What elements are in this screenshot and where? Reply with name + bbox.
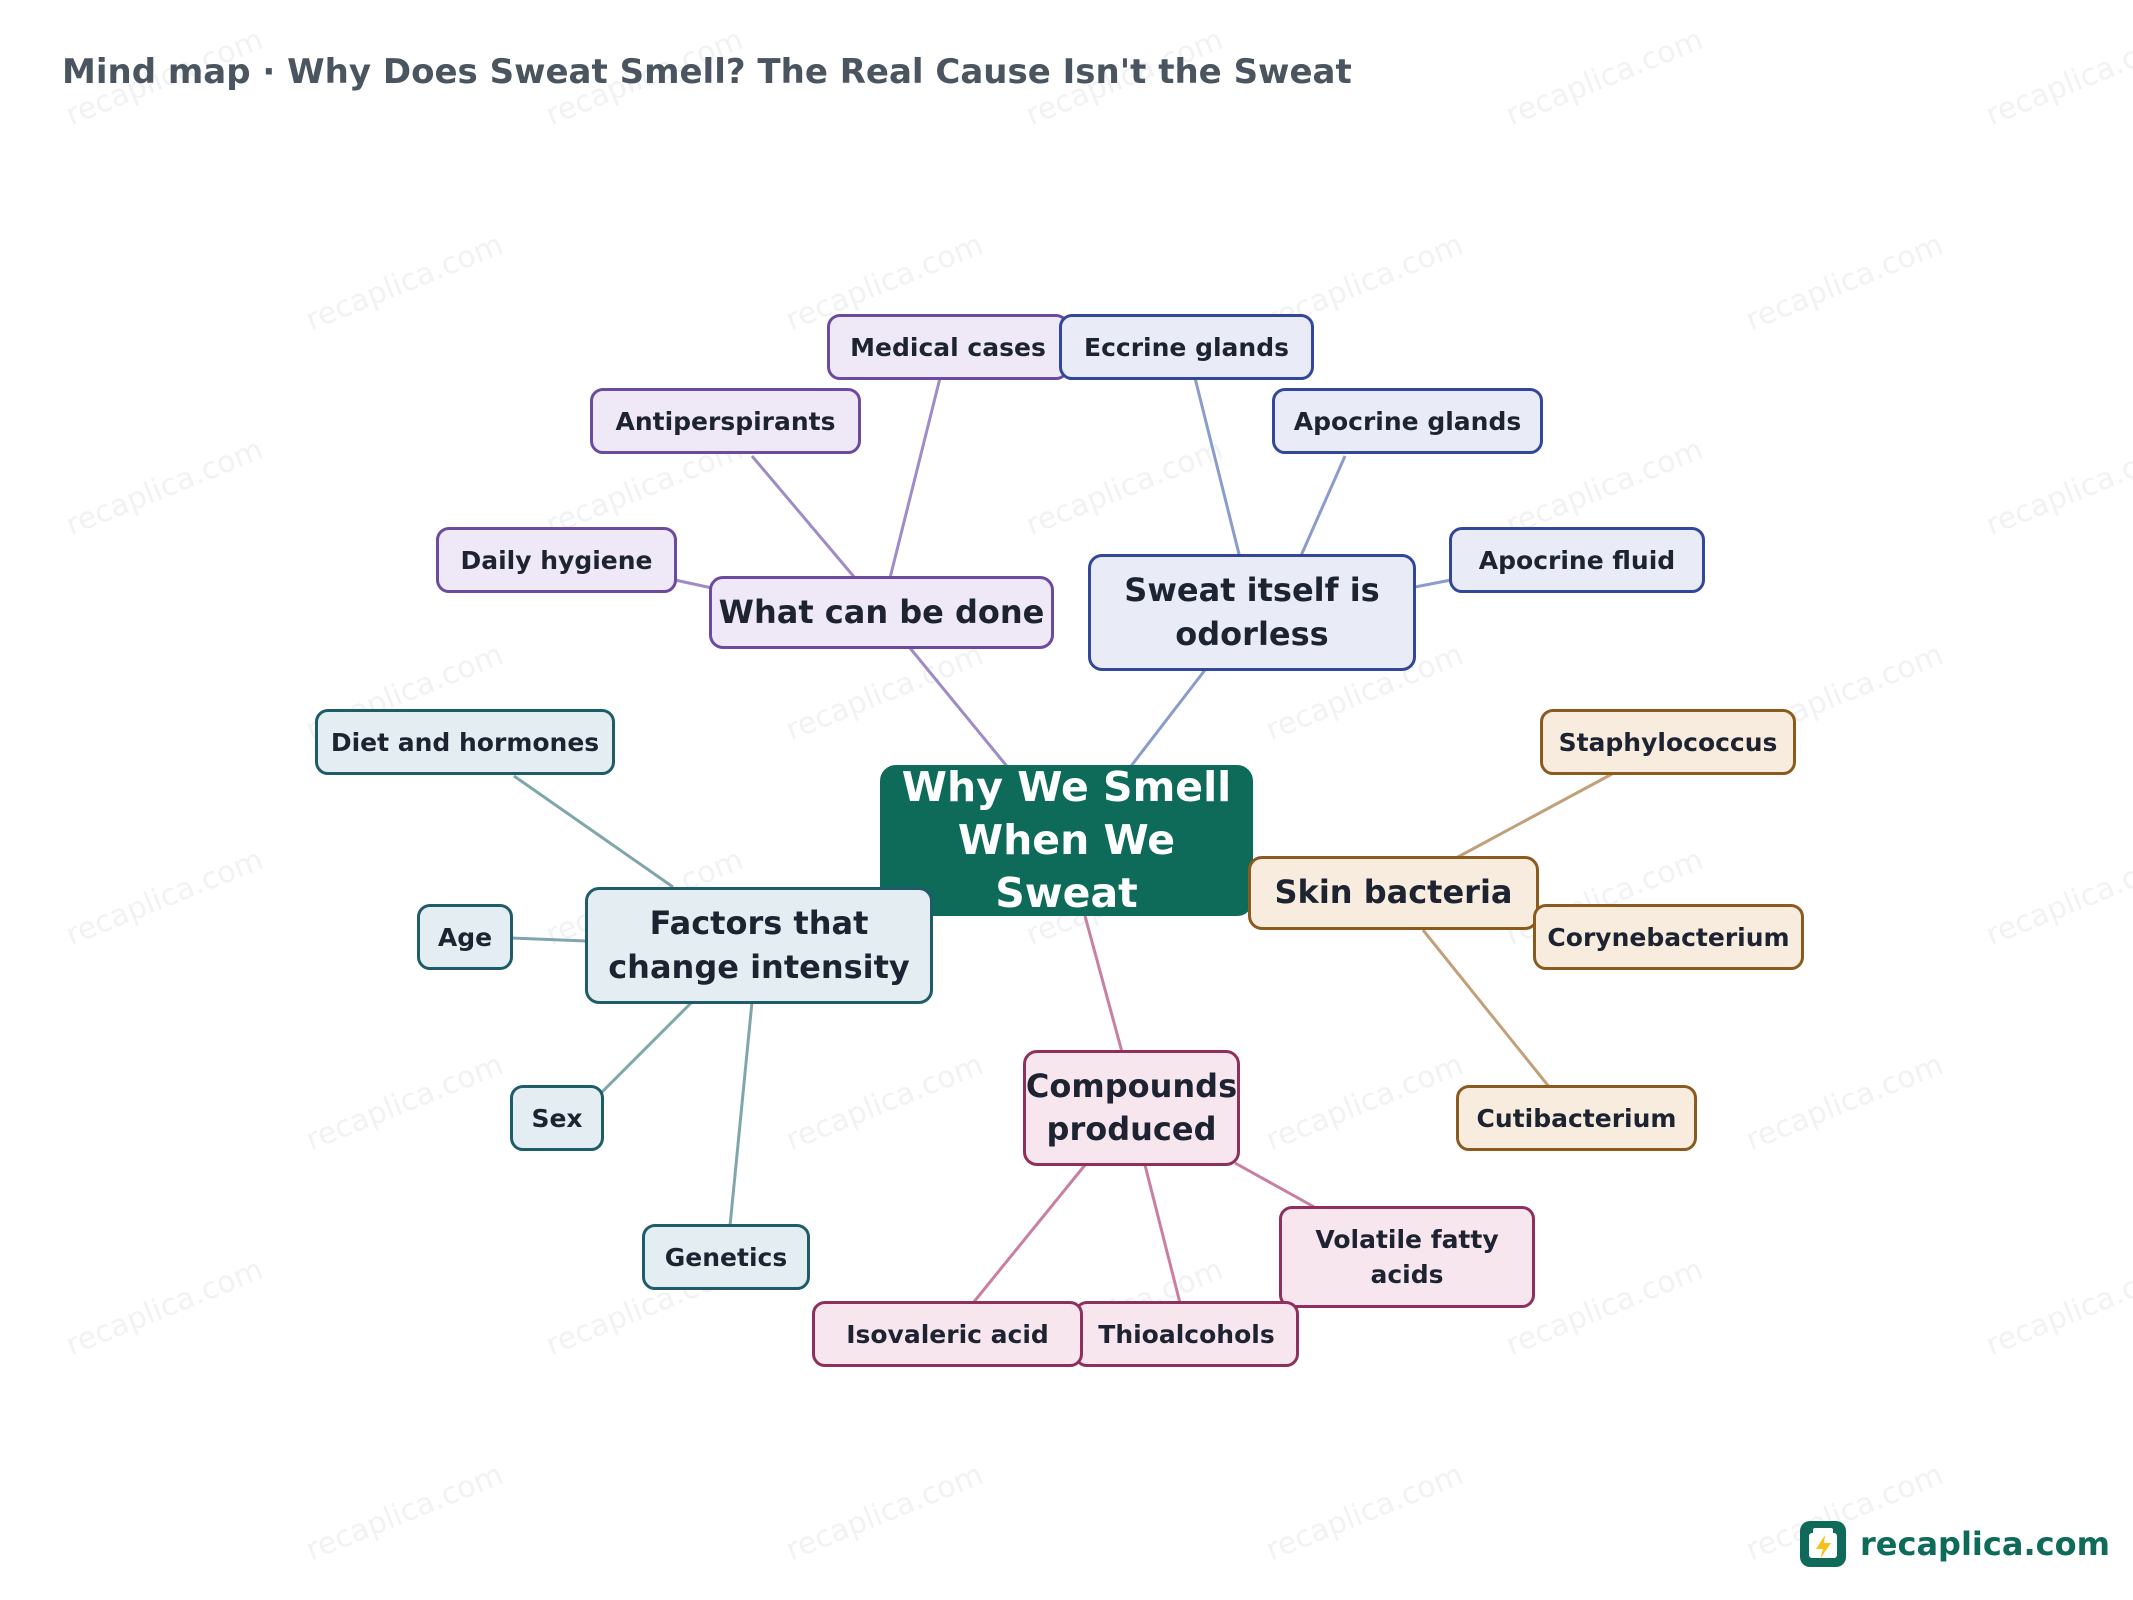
edge-thioalcohols xyxy=(1143,1164,1182,1304)
brand-name: recaplica.com xyxy=(1860,1525,2110,1563)
edge-diet-and-hormones xyxy=(513,774,674,889)
root-node[interactable]: Why We Smell When We Sweat xyxy=(880,763,1253,917)
branch-label: Compounds produced xyxy=(1025,1066,1238,1148)
leaf-genetics[interactable]: Genetics xyxy=(642,1224,810,1290)
edge-genetics xyxy=(728,1001,754,1227)
branch-skin-bacteria[interactable]: Skin bacteria xyxy=(1248,856,1539,930)
edge-apocrine-glands xyxy=(1298,455,1347,559)
page-title: Mind map · Why Does Sweat Smell? The Rea… xyxy=(62,52,1352,92)
branch-label: Factors that change intensity xyxy=(608,904,910,986)
branch-label: Skin bacteria xyxy=(1274,873,1513,912)
branch-compounds-produced[interactable]: Compounds produced xyxy=(1023,1050,1240,1166)
edge-daily-hygiene xyxy=(674,578,713,590)
root-label: Why We Smell When We Sweat xyxy=(901,762,1232,918)
leaf-age[interactable]: Age xyxy=(417,904,513,970)
leaf-antiperspirants[interactable]: Antiperspirants xyxy=(590,388,861,454)
leaf-medical-cases[interactable]: Medical cases xyxy=(827,314,1069,380)
leaf-diet-and-hormones[interactable]: Diet and hormones xyxy=(315,709,615,775)
leaf-cutibacterium[interactable]: Cutibacterium xyxy=(1456,1085,1697,1151)
branch-sweat-itself-is-odorless[interactable]: Sweat itself is odorless xyxy=(1088,554,1416,671)
edge-apocrine-fluid xyxy=(1414,578,1452,589)
branch-label: What can be done xyxy=(718,592,1045,631)
branch-label: Sweat itself is odorless xyxy=(1124,571,1380,653)
edge-staphylococcus xyxy=(1455,772,1613,860)
edge-root-sweat-odorless xyxy=(1126,669,1207,771)
leaf-daily-hygiene[interactable]: Daily hygiene xyxy=(436,527,677,593)
leaf-sex[interactable]: Sex xyxy=(510,1085,604,1151)
branch-what-can-be-done[interactable]: What can be done xyxy=(709,576,1054,649)
leaf-volatile-fatty-acids[interactable]: Volatile fatty acids xyxy=(1279,1206,1535,1308)
branch-factors-that-change-intensity[interactable]: Factors that change intensity xyxy=(585,887,933,1004)
edge-root-what-can-be-done xyxy=(908,647,1012,771)
leaf-eccrine-glands[interactable]: Eccrine glands xyxy=(1059,314,1314,380)
leaf-corynebacterium[interactable]: Corynebacterium xyxy=(1533,904,1804,970)
edge-age xyxy=(510,936,587,943)
edge-sex xyxy=(592,1000,694,1102)
leaf-apocrine-fluid[interactable]: Apocrine fluid xyxy=(1449,527,1705,593)
leaf-staphylococcus[interactable]: Staphylococcus xyxy=(1540,709,1796,775)
edge-volatile-fatty-acids xyxy=(1234,1161,1317,1210)
edge-root-compounds xyxy=(1083,915,1124,1053)
brand-link[interactable]: recaplica.com xyxy=(1800,1520,2110,1568)
leaf-thioalcohols[interactable]: Thioalcohols xyxy=(1074,1301,1299,1367)
edge-medical-cases xyxy=(888,377,942,579)
recaplica-logo-icon xyxy=(1800,1521,1846,1567)
edge-eccrine-glands xyxy=(1193,377,1242,559)
leaf-apocrine-glands[interactable]: Apocrine glands xyxy=(1272,388,1543,454)
leaf-isovaleric-acid[interactable]: Isovaleric acid xyxy=(812,1301,1083,1367)
edge-cutibacterium xyxy=(1421,929,1552,1089)
edge-antiperspirants xyxy=(750,455,857,579)
edge-isovaleric-acid xyxy=(971,1164,1087,1304)
